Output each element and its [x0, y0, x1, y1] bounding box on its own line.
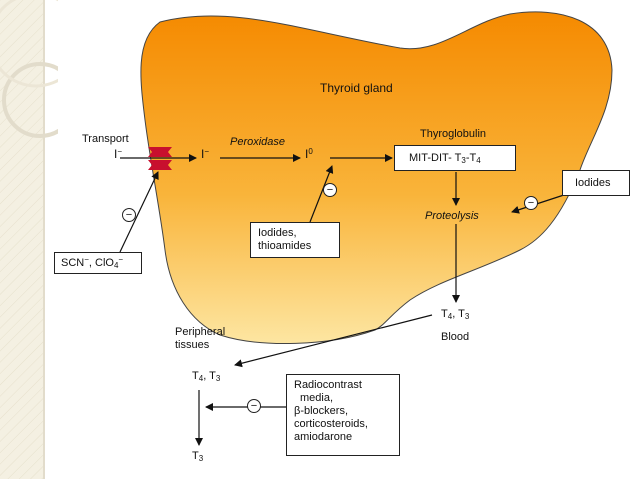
peripheral-line2: tissues	[175, 339, 210, 351]
drugs-inhibitor-box: Radiocontrast media, β-blockers, cortico…	[286, 374, 400, 456]
iodides-thioamides-line2: thioamides	[258, 240, 312, 252]
anions-scn-charge: −	[84, 255, 89, 264]
arrow-blood-to-tissues	[234, 314, 433, 368]
blood-label: Blood	[441, 331, 470, 343]
iodide-in-charge: −	[117, 147, 123, 156]
anions-scn: SCN	[61, 257, 85, 269]
thyroglobulin-label: Thyroglobulin	[420, 128, 487, 140]
thyroglobulin-sub-4: 4	[476, 156, 481, 165]
iodine-symbol: I	[305, 147, 309, 161]
peripheral-t4-sub: 4	[198, 374, 204, 383]
blood-hormones: T4, T3	[441, 308, 469, 321]
thyroglobulin-sub-3: 3	[461, 156, 466, 165]
thyroid-gland-shape	[140, 11, 613, 345]
deco-ring-2	[0, 0, 58, 88]
iodides-thioamides-box: Iodides, thioamides	[250, 222, 340, 258]
iodine-charge: 0	[308, 147, 313, 156]
thyroglobulin-box: MIT-DIT- T3-T4	[394, 145, 516, 171]
drugs-line5: amiodarone	[294, 431, 353, 443]
peroxidase-label: Peroxidase	[230, 136, 286, 148]
gland-title: Thyroid gland	[320, 81, 393, 95]
inhibit-sign-drugs: −	[247, 399, 261, 413]
iodide-in: I−	[114, 148, 122, 161]
iodide-in-symbol: I	[114, 147, 118, 161]
peripheral-t3-final: T3	[192, 450, 203, 463]
blood-t4: T	[441, 308, 448, 320]
iodine: I0	[305, 148, 313, 161]
blood-t4-sub: 4	[447, 312, 453, 321]
anions-clo-sub: 4	[113, 261, 119, 270]
peripheral-sep: , T	[203, 370, 216, 382]
iodides-text: Iodides	[575, 177, 611, 189]
iodides-thioamides-line1: Iodides,	[258, 227, 297, 239]
iodide-mid: I−	[201, 148, 209, 161]
drugs-line4: corticosteroids,	[294, 418, 368, 430]
arrow-anion-inhibit	[119, 171, 159, 253]
deco-ring-1	[2, 62, 58, 138]
arrow-iodides-inhibit	[511, 192, 571, 214]
peripheral-t4: T	[192, 370, 199, 382]
anions-clo-charge: −	[118, 255, 124, 264]
peripheral-line1: Peripheral	[175, 326, 226, 338]
peripheral-t3-final-symbol: T	[192, 450, 199, 462]
iodide-mid-charge: −	[204, 147, 210, 156]
arrow-thioamide-inhibit	[309, 165, 334, 223]
inhibit-sign-iodides: −	[524, 196, 538, 210]
iodide-mid-symbol: I	[201, 147, 205, 161]
peripheral-tissues-label: Peripheral tissues	[175, 326, 225, 352]
blood-sep: , T	[452, 308, 465, 320]
transport-label: Transport	[82, 133, 129, 145]
thyroglobulin-text-prefix: MIT-DIT- T	[409, 152, 462, 164]
proteolysis-label: Proteolysis	[425, 210, 479, 222]
inhibit-sign-anions: −	[122, 208, 136, 222]
blood-t3-sub: 3	[464, 312, 470, 321]
peripheral-t3-sub: 3	[215, 374, 221, 383]
inhibit-sign-thioamides: −	[323, 183, 337, 197]
transport-channel-icon	[148, 147, 172, 170]
anions-inhibitor-box: SCN−, ClO4−	[54, 252, 142, 274]
drugs-line2: media,	[300, 392, 334, 404]
decorative-left-strip	[0, 0, 58, 479]
peripheral-t3-final-sub: 3	[198, 454, 204, 463]
drugs-line3: β-blockers,	[294, 405, 349, 417]
deco-pattern	[0, 0, 44, 479]
anions-clo: , ClO	[88, 257, 114, 269]
peripheral-hormones: T4, T3	[192, 370, 220, 383]
thyroglobulin-text-mid: -T	[465, 152, 477, 164]
iodides-box: Iodides	[562, 170, 630, 196]
drugs-line1: Radiocontrast	[294, 379, 362, 391]
